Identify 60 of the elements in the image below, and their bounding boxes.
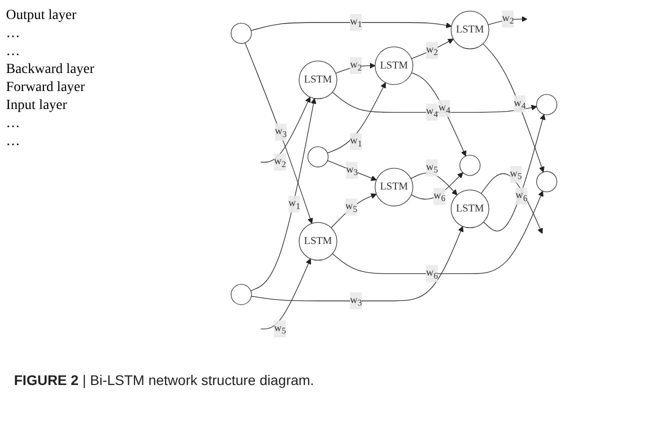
edge-label: w$_{4}$ (426, 106, 438, 119)
node-circle: LSTM (374, 168, 414, 206)
arrow (332, 92, 538, 113)
edge-label: w$_{5}$ (274, 322, 286, 336)
arrow (482, 43, 544, 172)
layer-label: … (6, 116, 21, 132)
node-circle (308, 146, 328, 168)
node-circle: LSTM (374, 46, 414, 85)
edge-label: w$_{2}$ (350, 59, 362, 72)
edge-label: w$_{3}$ (346, 164, 358, 177)
edge-label: w$_{5}$ (510, 168, 522, 182)
edge-label: w$_{5}$ (426, 161, 438, 175)
node-circle (536, 94, 558, 116)
arrow (410, 172, 458, 196)
arrow (260, 96, 311, 163)
edge-label: w$_{1}$ (350, 135, 362, 148)
figure-caption: FIGURE 2 | Bi-LSTM network structure diagram. (14, 372, 314, 388)
arrow (327, 160, 377, 181)
arrow (330, 193, 377, 228)
arrow (244, 42, 313, 224)
node-circle: LSTM (298, 60, 338, 100)
arrow (411, 72, 466, 156)
layer-label: … (6, 26, 21, 42)
arrow (410, 172, 464, 200)
layer-label: Forward layer (6, 80, 86, 96)
layer-label: Backward layer (6, 62, 96, 78)
edge-label: w$_{4}$ (514, 97, 526, 111)
node-circle (536, 171, 558, 192)
arrow (480, 173, 543, 234)
node-circle (230, 22, 252, 44)
arrow (332, 190, 544, 274)
arrow (250, 98, 316, 292)
node-circle: LSTM (298, 222, 338, 261)
node-circle (230, 284, 252, 305)
arrow (327, 82, 386, 154)
edge-label: w$_{2}$ (274, 156, 286, 169)
edge-label: w$_{2}$ (426, 44, 438, 58)
edge-label: w$_{1}$ (288, 198, 300, 211)
edge-label: w$_{3}$ (350, 294, 362, 308)
edge-label: w$_{6}$ (434, 190, 446, 204)
edge-label: w$_{1}$ (350, 16, 362, 30)
edge-label: w$_{5}$ (345, 200, 358, 214)
edge-label: w$_{2}$ (502, 12, 514, 26)
node-circle (460, 154, 480, 176)
layer-label: … (6, 134, 21, 150)
edge-label: w$_{6}$ (426, 267, 438, 280)
arrow (250, 22, 452, 31)
layer-label: … (6, 44, 21, 60)
node-circle: LSTM (450, 190, 490, 228)
arrow (488, 16, 528, 26)
arrow (483, 114, 546, 232)
edge-label: w$_{4}$ (438, 102, 450, 116)
layer-label: Input layer (6, 98, 68, 114)
layer-label: Output layer (6, 8, 78, 24)
edge-label: w$_{6}$ (516, 190, 528, 203)
arrow (250, 226, 464, 302)
arrow (260, 258, 312, 330)
node-circle: LSTM (450, 10, 490, 50)
edge-label: w$_{3}$ (274, 126, 287, 139)
arrow (411, 38, 454, 60)
